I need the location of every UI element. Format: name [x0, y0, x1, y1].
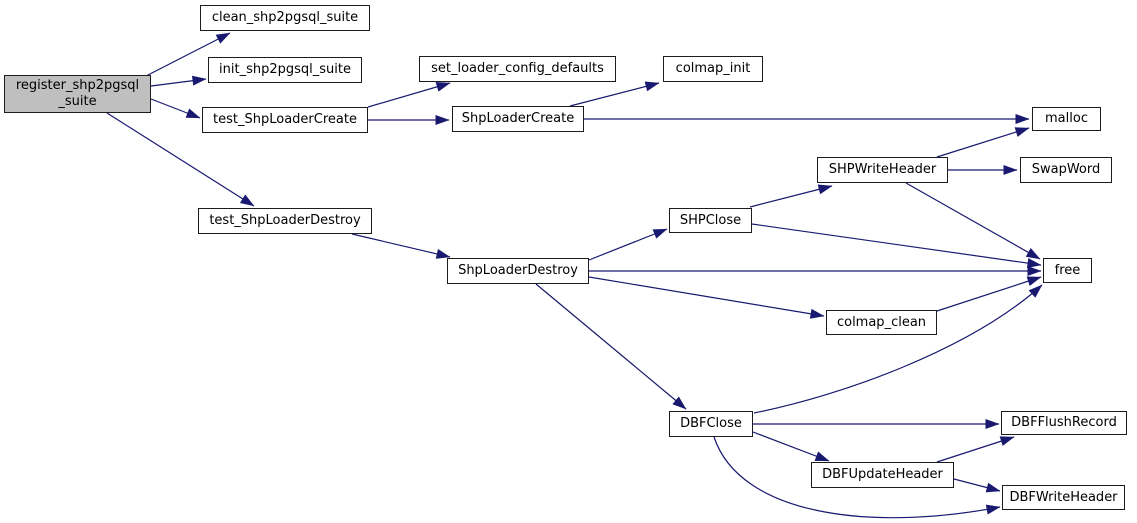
edge-register_shp2pgsql_suite-test_ShpLoaderCreate: [150, 98, 201, 119]
edges-group: [106, 32, 1043, 519]
edge-SHPClose-SHPWriteHeader: [749, 184, 833, 208]
node-test_ShpLoaderCreate[interactable]: test_ShpLoaderCreate: [202, 107, 368, 133]
node-init_shp2pgsql_suite[interactable]: init_shp2pgsql_suite: [208, 57, 362, 83]
edge-DBFClose-DBFWriteHeader: [713, 436, 1001, 519]
node-register_shp2pgsql_suite[interactable]: register_shp2pgsql _suite: [4, 75, 151, 113]
edge-ShpLoaderCreate-colmap_init: [569, 81, 660, 107]
edge-register_shp2pgsql_suite-init_shp2pgsql_suite: [150, 75, 207, 87]
node-DBFUpdateHeader[interactable]: DBFUpdateHeader: [811, 462, 954, 488]
node-SwapWord[interactable]: SwapWord: [1020, 157, 1112, 183]
node-free[interactable]: free: [1043, 258, 1092, 283]
node-DBFWriteHeader[interactable]: DBFWriteHeader: [1002, 485, 1125, 510]
node-test_ShpLoaderDestroy[interactable]: test_ShpLoaderDestroy: [198, 208, 372, 234]
node-SHPWriteHeader[interactable]: SHPWriteHeader: [817, 157, 948, 183]
edge-ShpLoaderDestroy-SHPClose: [588, 228, 668, 261]
node-ShpLoaderCreate[interactable]: ShpLoaderCreate: [452, 106, 584, 132]
edge-ShpLoaderDestroy-colmap_clean: [588, 276, 825, 319]
edge-register_shp2pgsql_suite-clean_shp2pgsql_suite: [145, 32, 231, 77]
node-colmap_clean[interactable]: colmap_clean: [826, 310, 937, 335]
edge-DBFUpdateHeader-DBFWriteHeader: [953, 478, 1001, 493]
node-colmap_init[interactable]: colmap_init: [663, 56, 763, 82]
node-malloc[interactable]: malloc: [1032, 107, 1101, 131]
node-SHPClose[interactable]: SHPClose: [669, 208, 752, 233]
edge-SHPClose-free: [751, 223, 1042, 269]
edge-colmap_clean-free: [936, 276, 1042, 312]
node-set_loader_config_defaults[interactable]: set_loader_config_defaults: [419, 56, 616, 82]
edge-test_ShpLoaderCreate-set_loader_config_defaults: [367, 81, 451, 108]
node-DBFFlushRecord[interactable]: DBFFlushRecord: [1001, 411, 1127, 435]
edge-DBFUpdateHeader-DBFFlushRecord: [936, 436, 1015, 463]
node-ShpLoaderDestroy[interactable]: ShpLoaderDestroy: [447, 258, 589, 284]
edge-register_shp2pgsql_suite-test_ShpLoaderDestroy: [106, 112, 255, 207]
edge-ShpLoaderDestroy-DBFClose: [535, 283, 687, 410]
edge-test_ShpLoaderDestroy-ShpLoaderDestroy: [351, 233, 451, 259]
node-clean_shp2pgsql_suite[interactable]: clean_shp2pgsql_suite: [200, 5, 370, 31]
edge-SHPWriteHeader-malloc: [936, 127, 1030, 158]
node-DBFClose[interactable]: DBFClose: [669, 411, 753, 437]
edge-DBFClose-free: [753, 284, 1043, 414]
edge-DBFClose-DBFUpdateHeader: [752, 431, 830, 462]
edge-SHPWriteHeader-free: [905, 182, 1041, 260]
